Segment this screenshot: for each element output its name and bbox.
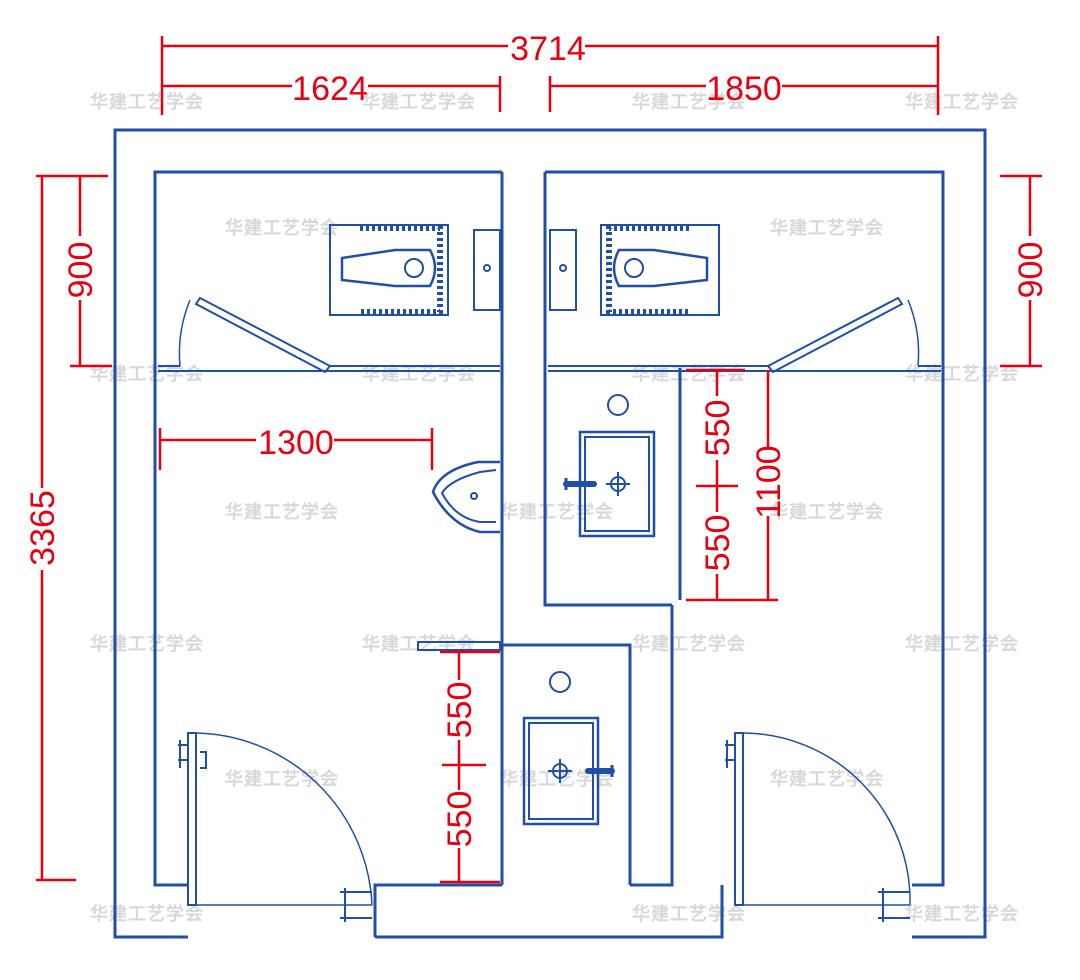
watermark: 华建工艺学会 [500,501,614,523]
watermark: 华建工艺学会 [225,501,339,523]
dim-line-sink-center [440,650,500,884]
right-stall-door-swing [907,299,920,367]
watermark: 华建工艺学会 [90,633,204,655]
dim-urinal-offset: 1300 [258,424,334,462]
urinal-screen [417,641,501,651]
dim-left-width: 1624 [292,70,368,108]
bottom-wall-right-part [375,885,724,939]
dim-sink-center-lower: 550 [441,791,479,848]
wash-basin-center [522,671,615,826]
entry-door-right [725,732,911,922]
dim-line-right-width [548,76,938,112]
dim-line-total-width [160,36,940,115]
watermark: 华建工艺学会 [905,363,1019,385]
center-vanity-wall [502,643,632,885]
inner-wall-right [545,170,945,887]
dim-total-width: 3714 [510,30,586,68]
dim-line-sink-right [686,368,778,602]
inner-wall-left [153,170,502,887]
dim-line-stall-right [1000,174,1042,368]
dimension-labels: 3714 1624 1850 1300 3365 900 900 550 550… [24,30,1050,847]
dim-total-depth: 3365 [24,490,62,566]
watermark: 华建工艺学会 [362,363,476,385]
wash-basin-right [563,394,656,538]
bottom-wall-left-part [373,883,502,937]
urinal [431,460,500,534]
watermark: 华建工艺学会 [905,633,1019,655]
watermark-layer: 华建工艺学会 华建工艺学会 华建工艺学会 华建工艺学会 华建工艺学会 华建工艺学… [90,91,1019,925]
left-stall-door-swing [178,299,191,367]
dim-sink-right-lower: 550 [699,515,737,572]
watermark: 华建工艺学会 [770,768,884,790]
dim-line-urinal [158,428,434,470]
dim-line-total-depth [36,174,108,882]
flush-tank-right [549,229,577,311]
dim-sink-right-upper: 550 [699,400,737,457]
squat-toilet-right [600,224,720,316]
watermark: 华建工艺学会 [905,903,1019,925]
watermark: 华建工艺学会 [770,501,884,523]
watermark: 华建工艺学会 [632,633,746,655]
watermark: 华建工艺学会 [770,217,884,239]
watermark: 华建工艺学会 [225,217,339,239]
watermark: 华建工艺学会 [90,363,204,385]
squat-toilet-left [329,224,449,316]
dim-stall-depth-right: 900 [1012,242,1050,299]
walls [113,128,987,939]
dim-line-left-width [162,76,502,112]
watermark: 华建工艺学会 [632,903,746,925]
right-stall-door [766,296,904,374]
outer-wall [113,128,987,939]
flush-tank-left [473,229,501,311]
dim-stall-depth-left: 900 [62,242,100,299]
dimension-lines [36,36,1042,884]
watermark: 华建工艺学会 [905,91,1019,113]
dim-sink-right-total: 1100 [750,445,788,518]
watermark: 华建工艺学会 [362,91,476,113]
entry-door-left [178,732,373,922]
watermark: 华建工艺学会 [90,91,204,113]
watermark: 华建工艺学会 [225,768,339,790]
watermark: 华建工艺学会 [632,91,746,113]
dim-right-width: 1850 [706,70,782,108]
dim-line-stall-left [70,176,112,368]
bottom-wall-mid [630,605,674,887]
left-stall-partition [158,365,500,372]
dim-sink-center-upper: 550 [441,682,479,739]
left-stall-door [194,296,332,374]
central-partition-right [543,172,672,607]
watermark: 华建工艺学会 [90,903,204,925]
